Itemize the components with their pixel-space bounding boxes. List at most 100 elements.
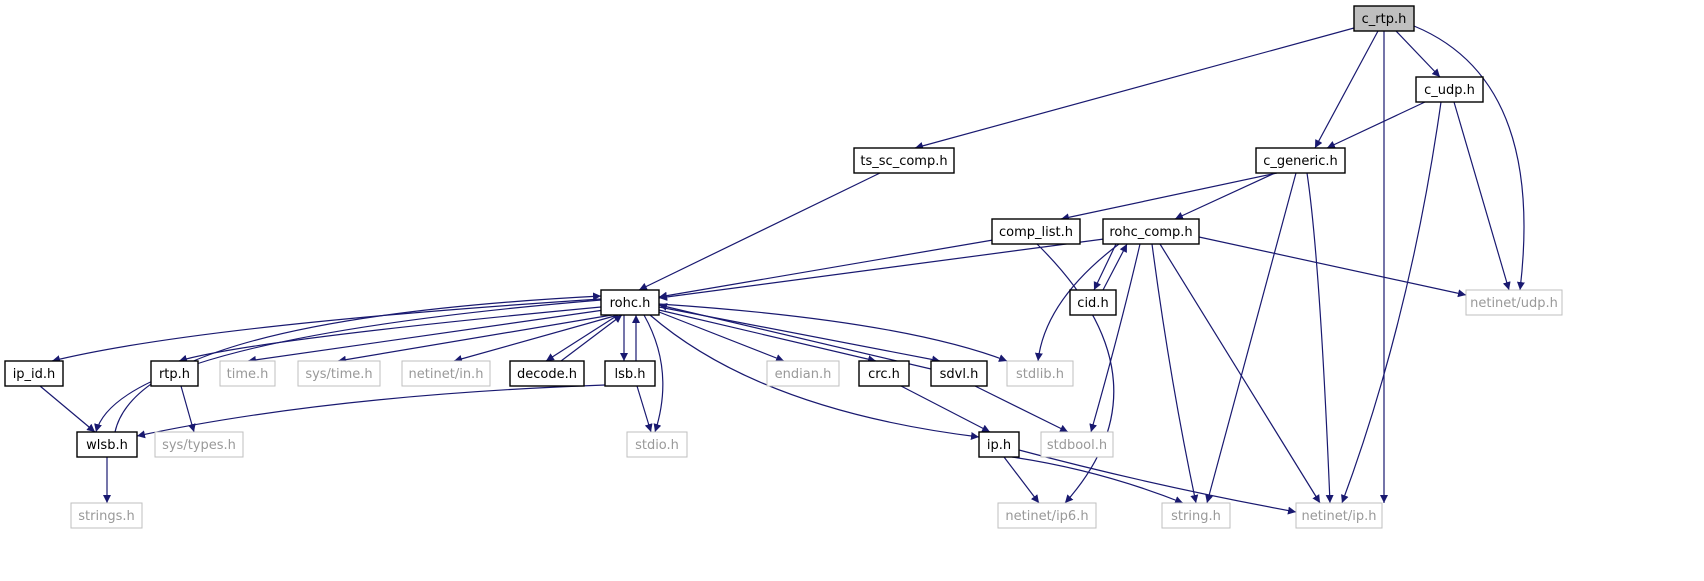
node-box bbox=[997, 502, 1097, 529]
node-string: string.h bbox=[1161, 502, 1231, 529]
node-box bbox=[1415, 76, 1484, 103]
node-label: cid.h bbox=[1077, 296, 1108, 311]
edge-rohc-to-wlsb bbox=[94, 299, 602, 433]
node-box bbox=[978, 431, 1020, 458]
node-c-generic[interactable]: c_generic.h bbox=[1255, 147, 1346, 174]
node-rtp[interactable]: rtp.h bbox=[150, 360, 199, 387]
edge-c_rtp-to-c_generic bbox=[1314, 30, 1379, 149]
edge-rohc-to-stdio bbox=[643, 314, 664, 433]
node-box bbox=[219, 360, 276, 387]
edge-c_rtp-to-c_udp bbox=[1395, 30, 1441, 78]
node-ip[interactable]: ip.h bbox=[978, 431, 1020, 458]
node-box bbox=[1069, 289, 1117, 316]
node-box bbox=[853, 147, 955, 174]
node-decode[interactable]: decode.h bbox=[509, 360, 585, 387]
node-label: rtp.h bbox=[159, 367, 190, 382]
edge-rohc_comp-to-rohc bbox=[658, 238, 1105, 301]
node-label: netinet/in.h bbox=[409, 367, 484, 382]
node-wlsb[interactable]: wlsb.h bbox=[76, 431, 138, 458]
edge-rohc_comp-to-stdlib bbox=[1034, 243, 1120, 362]
node-label: ip.h bbox=[987, 438, 1011, 453]
node-cid[interactable]: cid.h bbox=[1069, 289, 1117, 316]
node-label: strings.h bbox=[78, 509, 134, 524]
node-rohc[interactable]: rohc.h bbox=[600, 289, 660, 316]
node-label: string.h bbox=[1171, 509, 1221, 524]
node-label: comp_list.h bbox=[999, 225, 1073, 240]
node-ip-id[interactable]: ip_id.h bbox=[4, 360, 64, 387]
node-netinet-ip: netinet/ip.h bbox=[1295, 502, 1383, 529]
node-ts-sc-comp[interactable]: ts_sc_comp.h bbox=[853, 147, 955, 174]
node-stdlib: stdlib.h bbox=[1006, 360, 1074, 387]
node-lsb[interactable]: lsb.h bbox=[604, 360, 656, 387]
node-box bbox=[626, 431, 688, 458]
node-netinet-udp: netinet/udp.h bbox=[1465, 289, 1563, 316]
edge-c_udp-to-netinet_ip bbox=[1341, 101, 1442, 504]
node-box bbox=[604, 360, 656, 387]
node-label: c_generic.h bbox=[1263, 154, 1338, 169]
edge-ip_id-to-wlsb bbox=[39, 385, 96, 433]
edge-rtp-to-sys_types bbox=[180, 385, 196, 433]
node-label: ip_id.h bbox=[13, 367, 56, 382]
node-box bbox=[1295, 502, 1383, 529]
node-label: endian.h bbox=[775, 367, 832, 382]
node-label: rohc_comp.h bbox=[1109, 225, 1192, 240]
node-time: time.h bbox=[219, 360, 276, 387]
edge-layer bbox=[39, 25, 1525, 515]
node-label: sys/types.h bbox=[162, 438, 236, 453]
node-box bbox=[991, 218, 1081, 245]
edge-rohc-to-sys_time bbox=[337, 314, 613, 364]
edge-lsb-to-wlsb bbox=[136, 384, 606, 439]
node-label: netinet/ip6.h bbox=[1005, 509, 1088, 524]
node-label: c_udp.h bbox=[1424, 83, 1475, 98]
node-box bbox=[1102, 218, 1200, 245]
node-box bbox=[858, 360, 910, 387]
node-box bbox=[1255, 147, 1346, 174]
node-label: decode.h bbox=[517, 367, 577, 382]
node-comp-list[interactable]: comp_list.h bbox=[991, 218, 1081, 245]
node-box bbox=[4, 360, 64, 387]
node-box bbox=[154, 431, 244, 458]
edge-rohc-to-ip_id bbox=[51, 298, 602, 363]
node-box bbox=[1465, 289, 1563, 316]
edge-ip-to-string bbox=[1011, 456, 1184, 504]
edge-c_rtp-to-ts_sc_comp bbox=[914, 27, 1355, 150]
node-label: netinet/ip.h bbox=[1302, 509, 1377, 524]
edge-comp_list-to-rohc bbox=[658, 239, 994, 300]
edge-sdvl-to-rohc bbox=[658, 302, 932, 370]
node-rohc-comp[interactable]: rohc_comp.h bbox=[1102, 218, 1200, 245]
edge-c_udp-to-netinet_udp bbox=[1453, 101, 1511, 291]
edge-rohc-to-rtp bbox=[178, 306, 602, 363]
edge-rohc_comp-to-netinet_udp bbox=[1198, 236, 1467, 298]
edge-rohc-to-crc bbox=[658, 309, 877, 364]
node-box bbox=[297, 360, 381, 387]
node-box bbox=[1006, 360, 1074, 387]
edge-cid-to-rohc_comp bbox=[1102, 243, 1128, 291]
edge-c_generic-to-comp_list bbox=[1060, 172, 1278, 222]
node-box bbox=[1353, 5, 1415, 32]
edge-c_generic-to-netinet_ip bbox=[1306, 172, 1334, 504]
edge-ts_sc_comp-to-rohc bbox=[638, 172, 881, 291]
edge-rohc-to-endian bbox=[658, 311, 785, 362]
edge-crc-to-ip bbox=[900, 385, 991, 433]
node-netinet-in: netinet/in.h bbox=[401, 360, 491, 387]
edge-c_generic-to-string bbox=[1205, 172, 1297, 504]
node-c-udp[interactable]: c_udp.h bbox=[1415, 76, 1484, 103]
node-crc[interactable]: crc.h bbox=[858, 360, 910, 387]
node-sys-time: sys/time.h bbox=[297, 360, 381, 387]
node-endian: endian.h bbox=[766, 360, 840, 387]
edge-lsb-to-stdio bbox=[636, 385, 653, 433]
edge-rohc_comp-to-netinet_ip bbox=[1159, 243, 1321, 504]
node-label: sdvl.h bbox=[940, 367, 979, 382]
edge-rohc-to-stdlib bbox=[658, 303, 1008, 362]
edge-sdvl-to-stdbool bbox=[974, 385, 1069, 433]
edge-rohc_comp-to-string bbox=[1151, 243, 1199, 504]
node-c-rtp[interactable]: c_rtp.h bbox=[1353, 5, 1415, 32]
node-box bbox=[766, 360, 840, 387]
node-label: netinet/udp.h bbox=[1470, 296, 1558, 311]
edge-comp_list-to-netinet_ip6 bbox=[1036, 243, 1115, 504]
node-sdvl[interactable]: sdvl.h bbox=[930, 360, 988, 387]
node-box bbox=[509, 360, 585, 387]
node-label: ts_sc_comp.h bbox=[860, 154, 947, 169]
edge-decode-to-rohc bbox=[560, 314, 623, 362]
node-box bbox=[150, 360, 199, 387]
